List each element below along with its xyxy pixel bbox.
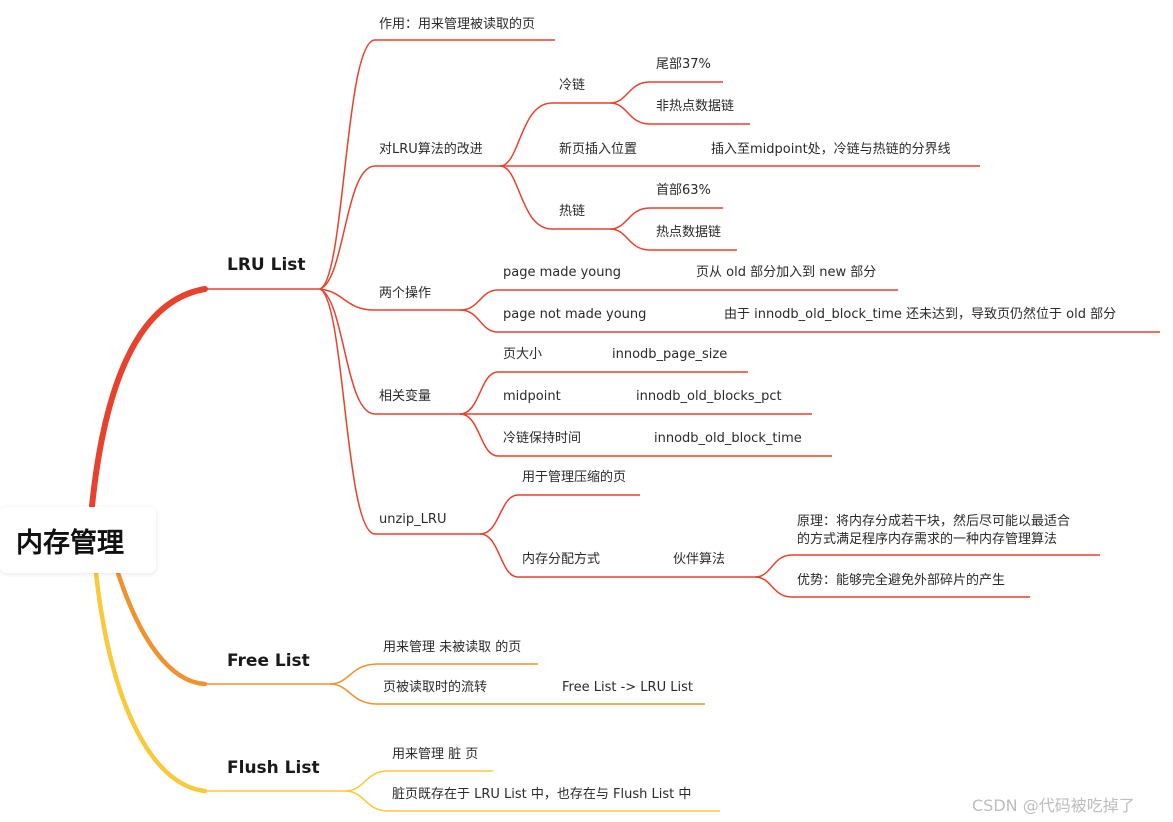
midpoint-value[interactable]: innodb_old_blocks_pct (636, 389, 782, 404)
free-connectors (205, 663, 705, 705)
free-purpose-node[interactable]: 用来管理 未被读取 的页 (383, 640, 522, 655)
cold-tail-node[interactable]: 尾部37% (656, 57, 711, 72)
unzip-purpose-node[interactable]: 用于管理压缩的页 (522, 470, 627, 485)
cold-chain-desc-node[interactable]: 非热点数据链 (656, 99, 735, 114)
cold-chain-node[interactable]: 冷链 (559, 78, 586, 93)
watermark: CSDN @代码被吃掉了 (972, 796, 1135, 815)
lru-improve-node[interactable]: 对LRU算法的改进 (379, 142, 483, 157)
insert-position-node[interactable]: 新页插入位置 (559, 142, 638, 157)
flush-list-node[interactable]: Flush List (227, 758, 320, 778)
buddy-advantage-node[interactable]: 优势：能够完全避免外部碎片的产生 (797, 573, 1006, 588)
free-list-node[interactable]: Free List (227, 651, 310, 671)
related-vars-node[interactable]: 相关变量 (379, 389, 432, 404)
page-size-node[interactable]: 页大小 (503, 347, 543, 362)
not-made-young-value[interactable]: 由于 innodb_old_block_time 还未达到，导致页仍然位于 ol… (724, 307, 1117, 322)
flush-note-node[interactable]: 脏页既存在于 LRU List 中，也存在与 Flush List 中 (392, 787, 692, 802)
branch-lru-connector (89, 286, 208, 509)
free-flow-value[interactable]: Free List -> LRU List (562, 680, 693, 695)
unzip-lru-node[interactable]: unzip_LRU (379, 512, 447, 527)
made-young-node[interactable]: page made young (503, 265, 621, 280)
buddy-principle-line1[interactable]: 原理：将内存分成若干块，然后尽可能以最适合 (797, 514, 1071, 529)
hold-time-value[interactable]: innodb_old_block_time (654, 431, 802, 446)
hot-chain-node[interactable]: 热链 (559, 204, 586, 219)
lru-purpose-node[interactable]: 作用：用来管理被读取的页 (379, 17, 536, 32)
lru-list-node[interactable]: LRU List (227, 255, 306, 275)
insert-position-value[interactable]: 插入至midpoint处，冷链与热链的分界线 (711, 142, 951, 157)
not-made-young-node[interactable]: page not made young (503, 307, 647, 322)
buddy-principle-line2[interactable]: 的方式满足程序内存需求的一种内存管理算法 (797, 532, 1058, 547)
root-node[interactable] (0, 507, 156, 573)
hot-head-node[interactable]: 首部63% (656, 183, 711, 198)
branch-flush-connector (93, 570, 208, 794)
hot-chain-desc-node[interactable]: 热点数据链 (656, 225, 722, 240)
alloc-method-node[interactable]: 内存分配方式 (522, 552, 601, 567)
branch-free-connector (115, 570, 208, 687)
midpoint-node[interactable]: midpoint (503, 389, 561, 404)
two-ops-node[interactable]: 两个操作 (379, 286, 432, 301)
free-flow-node[interactable]: 页被读取时的流转 (383, 680, 488, 695)
buddy-algo-node[interactable]: 伙伴算法 (673, 552, 726, 567)
page-size-value[interactable]: innodb_page_size (612, 347, 728, 362)
lru-connectors (205, 39, 1160, 598)
hold-time-node[interactable]: 冷链保持时间 (503, 431, 582, 446)
flush-purpose-node[interactable]: 用来管理 脏 页 (392, 747, 479, 762)
root-title: 内存管理 (16, 528, 124, 559)
made-young-value[interactable]: 页从 old 部分加入到 new 部分 (696, 265, 877, 280)
flush-connectors (205, 770, 720, 812)
